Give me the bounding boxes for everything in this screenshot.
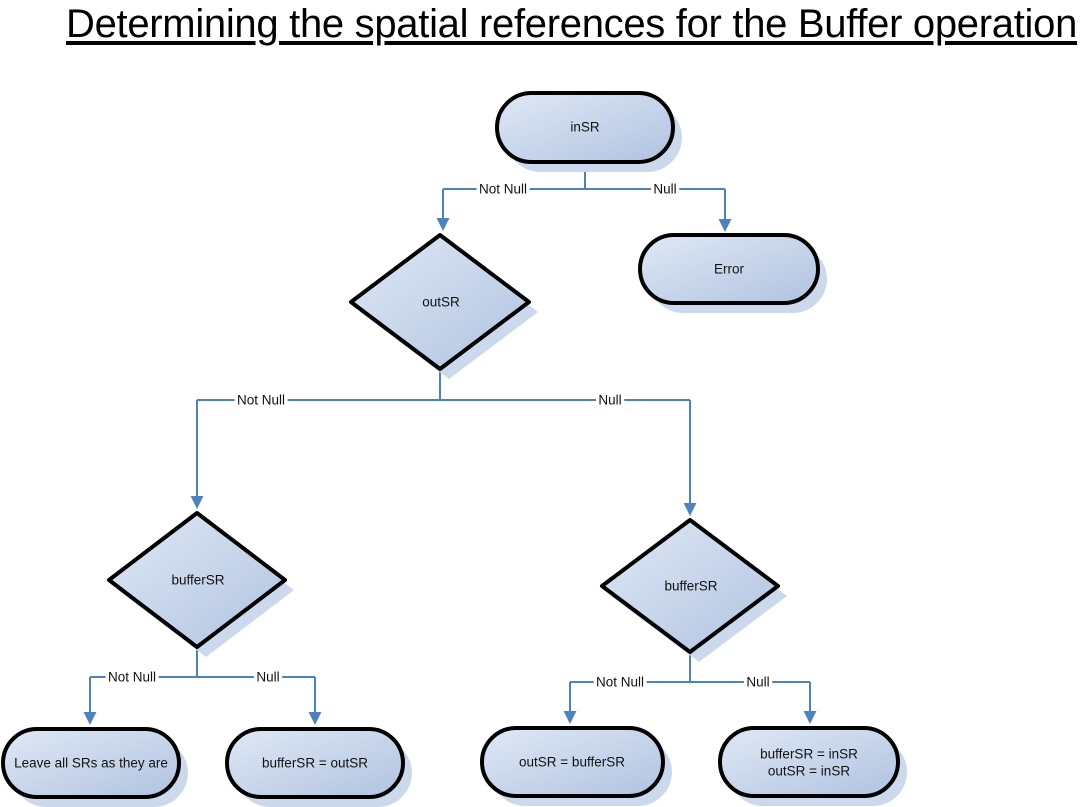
- decision-outsr-shape: [349, 233, 531, 371]
- node-buffersr-eq-outsr: bufferSR = outSR: [225, 727, 412, 807]
- decision-buffersr-left-label: bufferSR: [171, 573, 224, 588]
- edge-group-insr-split: Not Null Null: [436, 161, 732, 232]
- node-outsr-eq-buffersr-shape: [480, 726, 665, 798]
- edge-group-buffersr-left-split: Not Null Null: [83, 647, 322, 725]
- edge-label-not-null: Not Null: [108, 670, 156, 685]
- decision-buffersr-right: bufferSR: [600, 518, 787, 662]
- edge-label-not-null: Not Null: [596, 675, 644, 690]
- decision-buffersr-left: bufferSR: [107, 511, 294, 657]
- edge-group-buffersr-right-split: Not Null Null: [563, 652, 817, 724]
- node-insr: inSR: [495, 91, 682, 172]
- node-buffersr-eq-insr-label-line1: bufferSR = inSR: [760, 747, 858, 762]
- node-error: Error: [638, 233, 827, 313]
- edge-label-null: Null: [746, 675, 769, 690]
- decision-outsr-label: outSR: [422, 295, 460, 310]
- node-buffersr-eq-insr: bufferSR = inSR outSR = inSR: [718, 726, 907, 806]
- node-buffersr-eq-insr-shape: [718, 726, 900, 798]
- node-leave-all-shape: [1, 727, 181, 799]
- node-leave-all-label: Leave all SRs as they are: [14, 756, 168, 771]
- node-insr-shape: [495, 91, 675, 164]
- node-leave-all: Leave all SRs as they are: [1, 727, 188, 807]
- node-outsr-eq-buffersr: outSR = bufferSR: [480, 726, 672, 806]
- page-title: Determining the spatial references for t…: [65, 2, 1078, 46]
- node-outsr-eq-buffersr-label: outSR = bufferSR: [519, 755, 625, 770]
- edge-label-null: Null: [598, 393, 621, 408]
- edge-label-null: Null: [653, 182, 676, 197]
- edge-label-not-null: Not Null: [479, 182, 527, 197]
- node-buffersr-eq-insr-label-line2: outSR = inSR: [768, 764, 850, 779]
- decision-buffersr-right-label: bufferSR: [664, 579, 717, 594]
- node-error-label: Error: [714, 262, 745, 277]
- decision-buffersr-right-shape: [600, 518, 780, 654]
- decision-buffersr-left-shape: [107, 511, 287, 649]
- node-error-shape: [638, 233, 820, 305]
- edge-label-not-null: Not Null: [237, 393, 285, 408]
- edge-label-null: Null: [256, 670, 279, 685]
- decision-outsr: outSR: [349, 233, 538, 379]
- node-buffersr-eq-outsr-label: bufferSR = outSR: [262, 756, 368, 771]
- node-insr-label: inSR: [570, 120, 600, 135]
- node-buffersr-eq-outsr-shape: [225, 727, 405, 799]
- edge-group-outsr-split: Not Null Null: [190, 369, 697, 516]
